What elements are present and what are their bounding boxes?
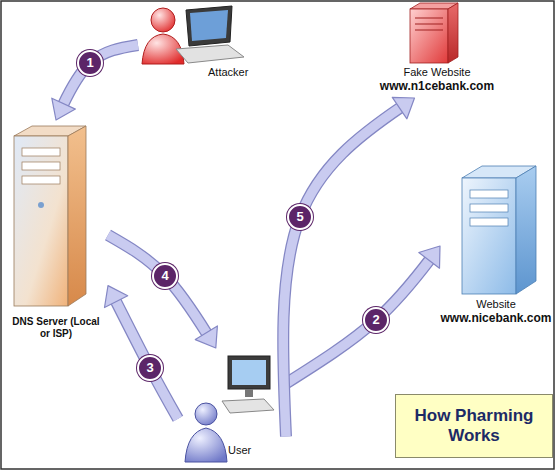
title-box: How Pharming Works [395,394,553,458]
text-group: Attacker [208,66,266,79]
user-icon-part [245,389,253,397]
arrow-outline [108,235,216,348]
flow-arrow [108,235,217,348]
fake-server-icon-part [448,3,458,63]
arrow-head [52,98,76,120]
user-icon-part [185,428,227,462]
user-icon-part [232,360,266,385]
attacker-icon-part [151,8,175,32]
text-group: User [228,444,284,457]
diagram-node: User [178,348,286,466]
actor-label: Attacker [208,66,266,79]
diagram-node: Fake Websitewww.n1cebank.com [362,2,512,98]
url-label: www.n1cebank.com [362,79,512,93]
arrow-head [392,97,414,119]
server-label: DNS Server (Local or ISP) [10,316,102,340]
website-server-icon-part [470,204,508,212]
website-server-icon-part [470,190,508,198]
dns-server-icon-part [14,136,68,306]
url-label: www.nicebank.com [440,311,552,325]
text-group: Fake Websitewww.n1cebank.com [362,66,512,94]
website-server-icon-part [462,178,516,294]
dns-server-icon-part [22,176,60,184]
website-server-icon [462,166,536,294]
attacker-icon-part [190,10,228,41]
attacker-icon-part [176,45,244,63]
callout-number: 2 [363,307,389,333]
user-icon-part [195,403,217,425]
user-icon-part [222,399,274,413]
dns-server-icon [14,126,86,306]
flow-arrow [283,97,414,436]
server-label: Fake Website [362,66,512,79]
flow-arrow [52,45,138,120]
callout-number: 5 [287,204,313,230]
attacker-icon-part [186,6,232,46]
dns-server-icon-part [22,148,60,156]
website-server-icon-part [470,218,508,226]
arrow-shaft [108,235,216,348]
arrow-head [195,326,217,348]
diagram-node: Attacker [138,2,268,88]
dns-server-icon-part [38,202,44,208]
server-label: Website [440,298,552,311]
diagram-node: DNS Server (Local or ISP) [4,120,108,350]
fake-server-icon-part [410,9,448,63]
user-icon-part [228,356,270,389]
arrow-head [105,286,128,308]
arrow-shaft [286,246,440,383]
arrow-shaft [108,286,178,419]
attacker-icon [142,6,244,64]
flow-arrow [286,246,440,383]
text-group: DNS Server (Local or ISP) [10,316,102,340]
callout-number: 3 [137,355,163,381]
arrow-head [419,246,440,268]
callout-number: 4 [152,263,178,289]
arrow-outline [108,286,178,419]
text-group: Websitewww.nicebank.com [440,298,552,326]
website-server-icon-part [516,166,536,294]
fake-server-icon-part [415,18,443,19]
actor-label: User [228,444,284,457]
fake-server-icon-part [415,30,443,31]
flow-arrow [105,286,179,419]
dns-server-icon-part [68,126,86,306]
fake-server-icon [410,3,458,63]
diagram-title: How Pharming Works [409,406,539,447]
callout-number: 1 [77,50,103,76]
arrow-outline [286,246,440,383]
arrow-shaft [283,98,414,437]
arrow-outline [283,98,414,437]
diagram-node: Websitewww.nicebank.com [440,160,552,332]
dns-server-icon-part [22,162,60,170]
fake-server-icon-part [415,24,443,25]
